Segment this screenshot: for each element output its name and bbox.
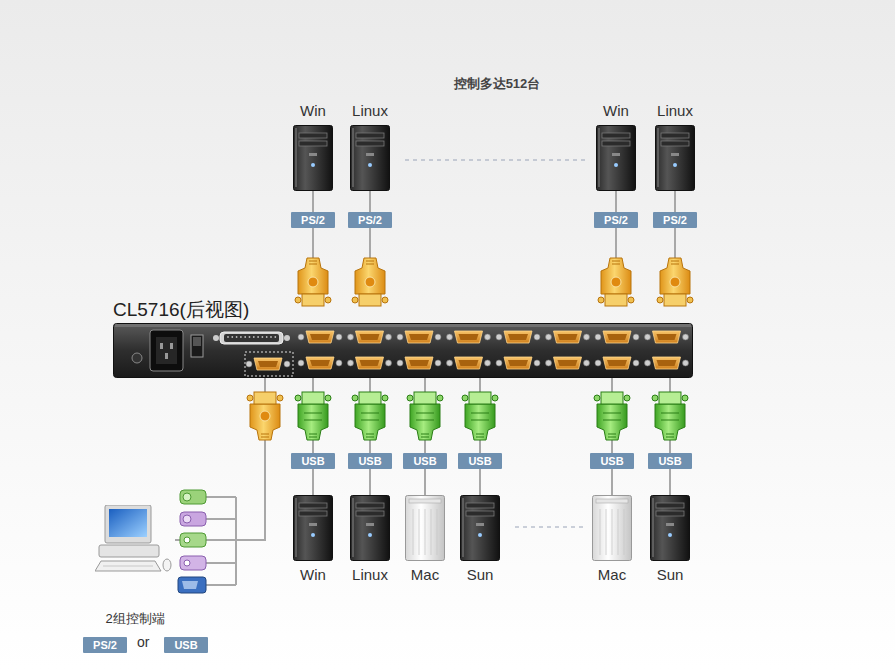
tower-pc-body bbox=[406, 496, 445, 561]
kvm-switch: CL5716(后视图) bbox=[113, 296, 693, 378]
cable bbox=[615, 191, 617, 212]
tower-pc-body bbox=[351, 496, 390, 561]
interface-label: USB bbox=[653, 453, 687, 469]
os-label: Win bbox=[293, 564, 333, 586]
tower-pc bbox=[460, 495, 500, 561]
interface-label: PS/2 bbox=[88, 637, 122, 653]
computer: Win bbox=[293, 100, 333, 191]
usb-kvm-plug bbox=[295, 392, 331, 440]
interface-label: PS/2 bbox=[599, 212, 633, 228]
tower-pc-body bbox=[593, 496, 632, 561]
continuation-line bbox=[515, 526, 585, 527]
cable bbox=[669, 469, 671, 495]
vga-plug bbox=[657, 258, 693, 306]
tower-pc-body bbox=[656, 126, 695, 191]
interface-tag: PS/2 bbox=[594, 212, 638, 228]
os-label: Mac bbox=[592, 564, 632, 586]
tower-pc bbox=[405, 495, 445, 561]
os-label: Win bbox=[596, 100, 636, 122]
tower-pc-body bbox=[597, 126, 636, 191]
interface-label: USB bbox=[408, 453, 442, 469]
console-station: 2组控制端 bbox=[95, 505, 175, 629]
diagram-title: 控制多达512台 bbox=[454, 75, 541, 93]
interface-tag: USB bbox=[348, 453, 392, 469]
interface-label: PS/2 bbox=[353, 212, 387, 228]
vga-plug bbox=[598, 258, 634, 306]
computer: Win bbox=[293, 495, 333, 586]
interface-label: USB bbox=[595, 453, 629, 469]
computer: Linux bbox=[350, 100, 390, 191]
tower-pc bbox=[592, 495, 632, 561]
console-connectors bbox=[178, 490, 206, 593]
os-label: Linux bbox=[350, 564, 390, 586]
tower-pc bbox=[293, 125, 333, 191]
tower-pc bbox=[350, 125, 390, 191]
interface-label: PS/2 bbox=[658, 212, 692, 228]
computer: Win bbox=[596, 100, 636, 191]
interface-tag: PS/2 bbox=[291, 212, 335, 228]
os-label: Mac bbox=[405, 564, 445, 586]
interface-label: USB bbox=[169, 637, 203, 653]
tower-pc bbox=[350, 495, 390, 561]
os-label: Linux bbox=[350, 100, 390, 122]
cable bbox=[611, 469, 613, 495]
usb-kvm-plug bbox=[407, 392, 443, 440]
tower-pc bbox=[655, 125, 695, 191]
continuation-line bbox=[405, 159, 585, 160]
computer: Linux bbox=[350, 495, 390, 586]
rear-panel-drawing bbox=[113, 323, 693, 378]
desktop-pc bbox=[95, 505, 175, 609]
os-label: Win bbox=[293, 100, 333, 122]
computer: Mac bbox=[405, 495, 445, 586]
usb-kvm-plug bbox=[652, 392, 688, 440]
tower-pc-body bbox=[351, 126, 390, 191]
usb-kvm-plug bbox=[462, 392, 498, 440]
interface-label: USB bbox=[296, 453, 330, 469]
tower-pc-body bbox=[294, 126, 333, 191]
tower-pc-body bbox=[461, 496, 500, 561]
usb-kvm-plug bbox=[594, 392, 630, 440]
interface-tag: PS/2 bbox=[83, 637, 127, 653]
tower-pc bbox=[596, 125, 636, 191]
interface-tag: PS/2 bbox=[348, 212, 392, 228]
note-text: or bbox=[137, 634, 149, 650]
interface-tag: USB bbox=[458, 453, 502, 469]
tower-pc bbox=[293, 495, 333, 561]
vga-plug bbox=[352, 258, 388, 306]
interface-label: USB bbox=[353, 453, 387, 469]
tower-pc-body bbox=[651, 496, 690, 561]
computer: Mac bbox=[592, 495, 632, 586]
computer: Sun bbox=[650, 495, 690, 586]
computer: Linux bbox=[655, 100, 695, 191]
tower-pc bbox=[650, 495, 690, 561]
interface-tag: USB bbox=[648, 453, 692, 469]
tower-pc-body bbox=[294, 496, 333, 561]
interface-tag: USB bbox=[291, 453, 335, 469]
interface-tag: PS/2 bbox=[653, 212, 697, 228]
cable bbox=[369, 469, 371, 495]
cable bbox=[674, 191, 676, 212]
cable bbox=[175, 378, 265, 540]
usb-kvm-plug bbox=[352, 392, 388, 440]
interface-tag: USB bbox=[403, 453, 447, 469]
cable bbox=[312, 469, 314, 495]
interface-label: USB bbox=[463, 453, 497, 469]
cable bbox=[369, 191, 371, 212]
os-label: Linux bbox=[655, 100, 695, 122]
console-label: 2组控制端 bbox=[95, 609, 175, 629]
os-label: Sun bbox=[650, 564, 690, 586]
interface-tag: USB bbox=[164, 637, 208, 653]
cable bbox=[312, 191, 314, 212]
vga-plug bbox=[295, 258, 331, 306]
computer: Sun bbox=[460, 495, 500, 586]
interface-label: PS/2 bbox=[296, 212, 330, 228]
cable bbox=[424, 469, 426, 495]
device-name: CL5716(后视图) bbox=[113, 296, 693, 323]
os-label: Sun bbox=[460, 564, 500, 586]
cable bbox=[479, 469, 481, 495]
device-rear-panel bbox=[113, 323, 693, 378]
interface-tag: USB bbox=[590, 453, 634, 469]
console-plug bbox=[247, 392, 283, 440]
